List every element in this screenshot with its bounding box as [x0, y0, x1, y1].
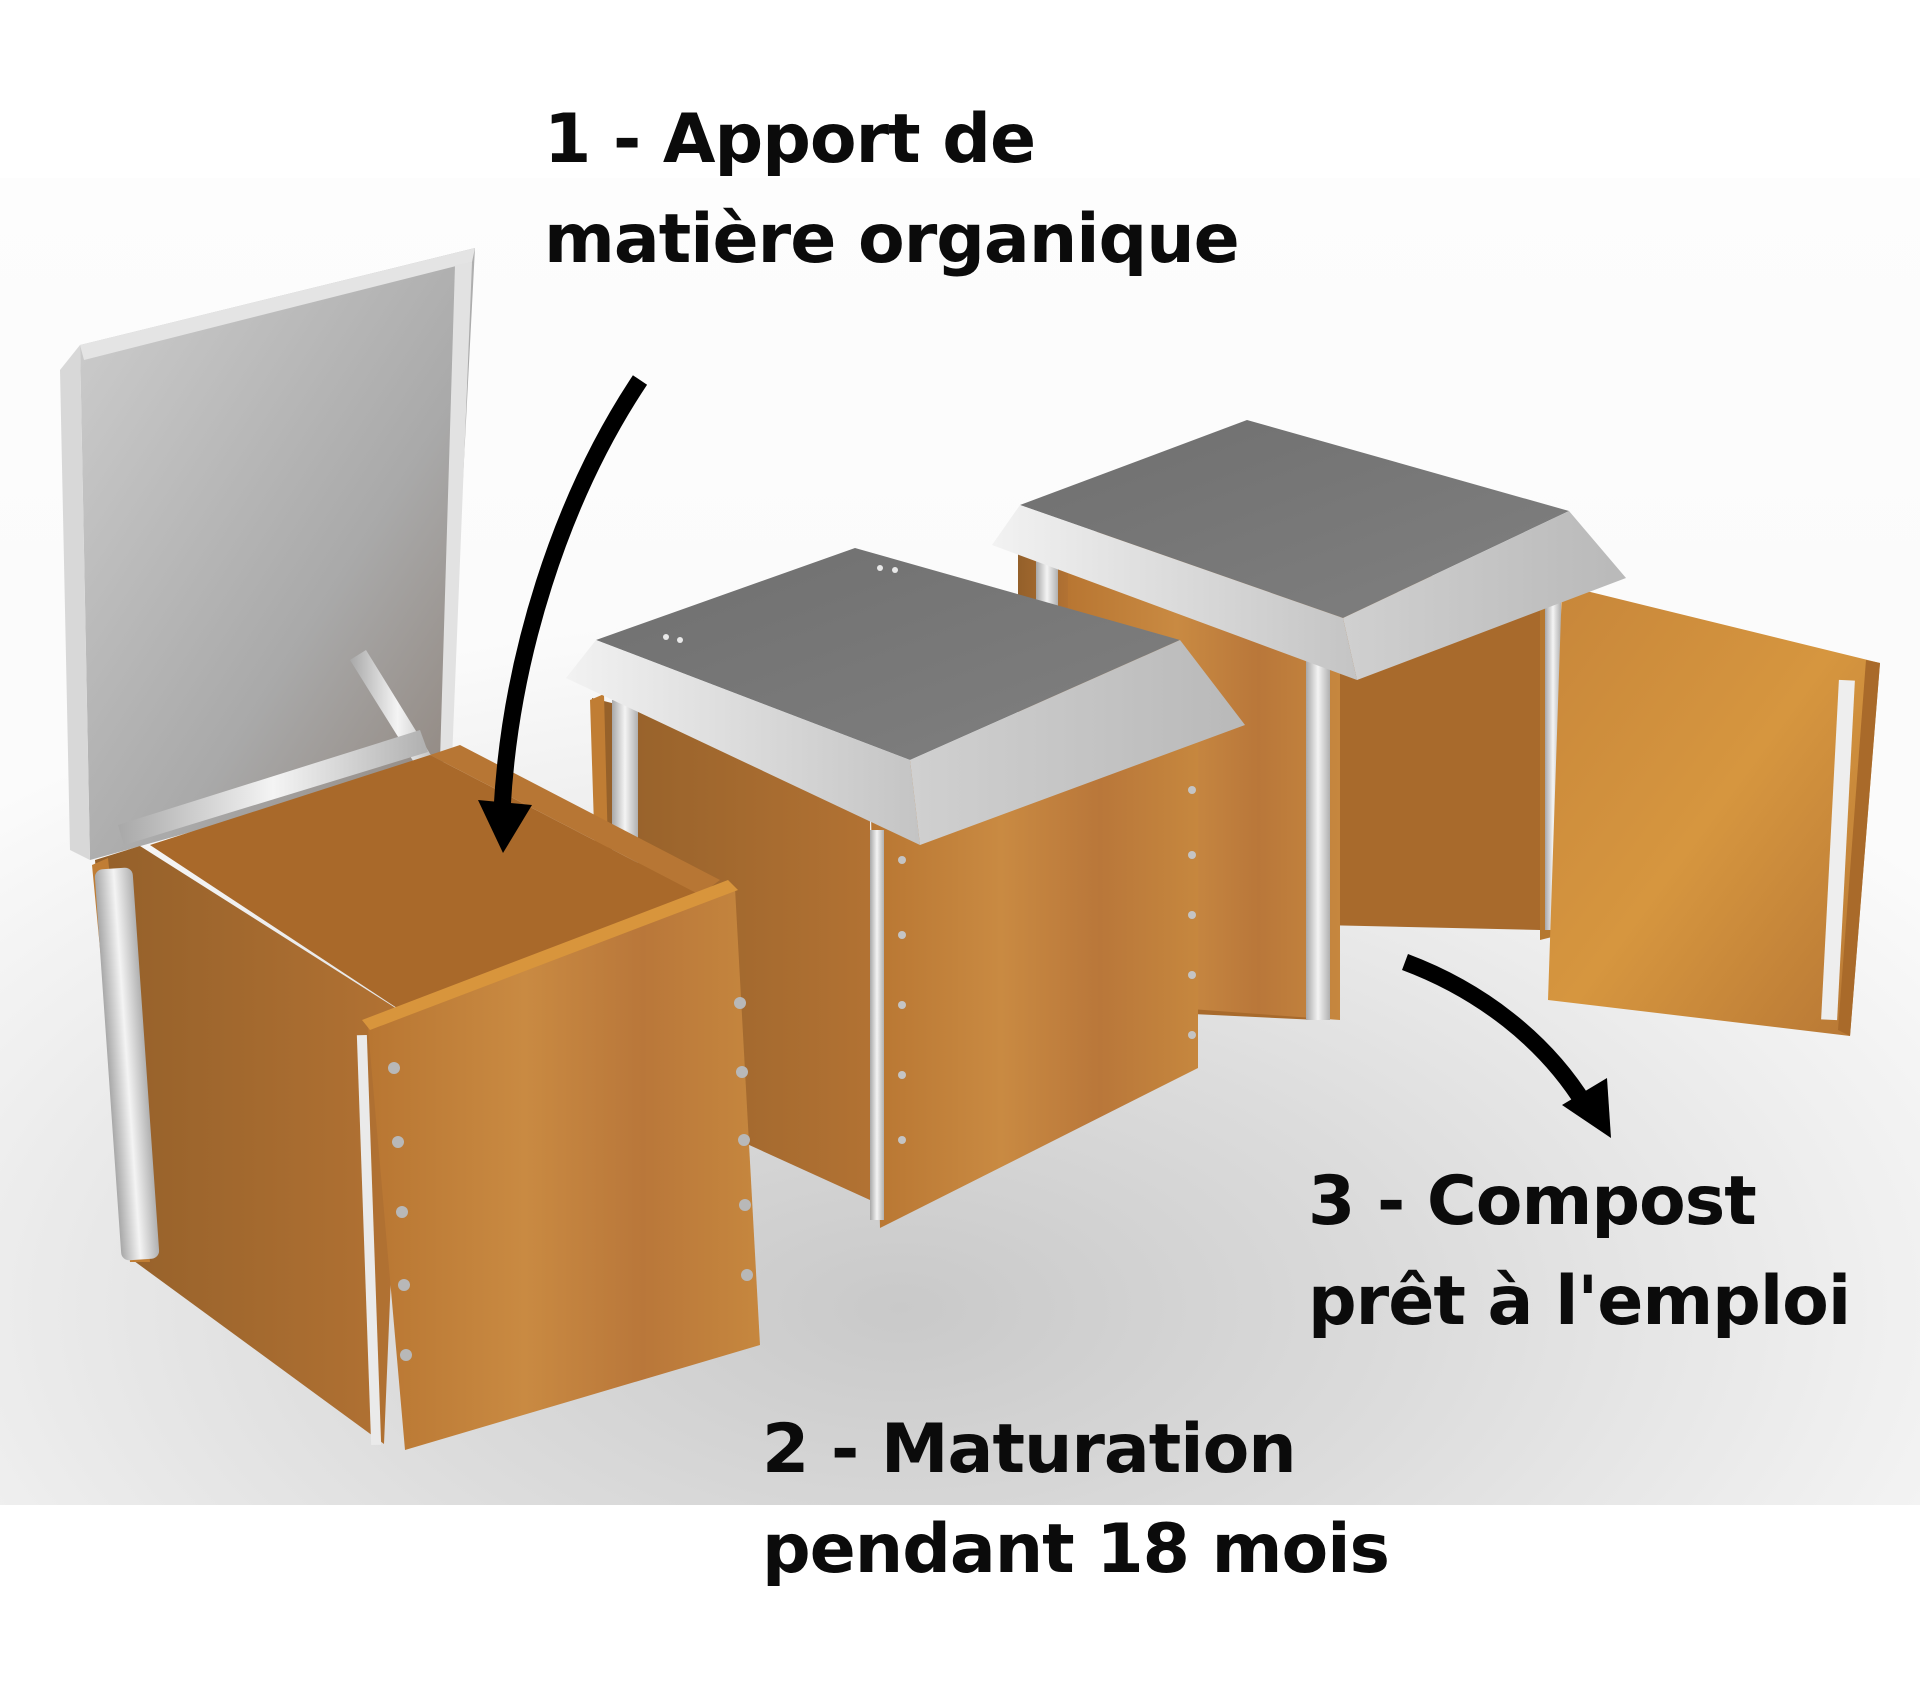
module-3-hinge-post [1306, 640, 1330, 1020]
module-3-lid-top [1020, 420, 1569, 618]
module-1-front-panel [368, 888, 760, 1450]
module-2-lid-rivets [663, 565, 898, 643]
module-1-hinge-bar [118, 730, 428, 845]
module-1-lid-top-lip [80, 248, 475, 360]
module-1-left-panel [95, 846, 402, 1444]
module-2-lid-front-skirt [566, 640, 920, 845]
module-1-lid-right-rib [440, 262, 472, 760]
module-3-lid-right-skirt [1343, 511, 1626, 680]
module-2-lid-top [596, 548, 1180, 760]
module-2-front-panel [870, 712, 1198, 1228]
step-3-line-1: 3 - Compost [1308, 1162, 1757, 1241]
module-1-screws [388, 997, 753, 1361]
module-1-front-hinge-strip [356, 1034, 382, 1446]
module-1-front-top-edge [362, 880, 738, 1030]
step-1-line-2: matière organique [544, 200, 1240, 279]
module-3-door-edge [1838, 660, 1880, 1036]
module-2-front-hinge-strip [870, 830, 884, 1220]
module-1 [60, 248, 760, 1450]
step-2-line-1: 2 - Maturation [762, 1410, 1297, 1489]
module-2-screws [898, 786, 1196, 1144]
step-1-line-1: 1 - Apport de [544, 100, 1036, 179]
arrow-to-compost-label [1402, 954, 1611, 1138]
arrow-to-module-1 [478, 375, 648, 853]
step-2-line-2: pendant 18 mois [762, 1510, 1390, 1589]
module-2-lid-right-skirt [910, 640, 1245, 845]
step-2-label: 2 - Maturation pendant 18 mois [762, 1400, 1390, 1600]
module-1-open-lid [80, 248, 475, 860]
module-1-hinge-post [94, 867, 160, 1261]
step-1-label: 1 - Apport de matière organique [544, 90, 1240, 290]
module-3-open-door [1548, 585, 1880, 1036]
step-3-label: 3 - Compost prêt à l'emploi [1308, 1152, 1851, 1352]
module-3-lid-front-skirt [992, 505, 1357, 680]
module-3-door-hinge-strip [1821, 679, 1855, 1021]
step-3-line-2: prêt à l'emploi [1308, 1262, 1851, 1341]
module-1-lid-left-edge [60, 345, 90, 860]
